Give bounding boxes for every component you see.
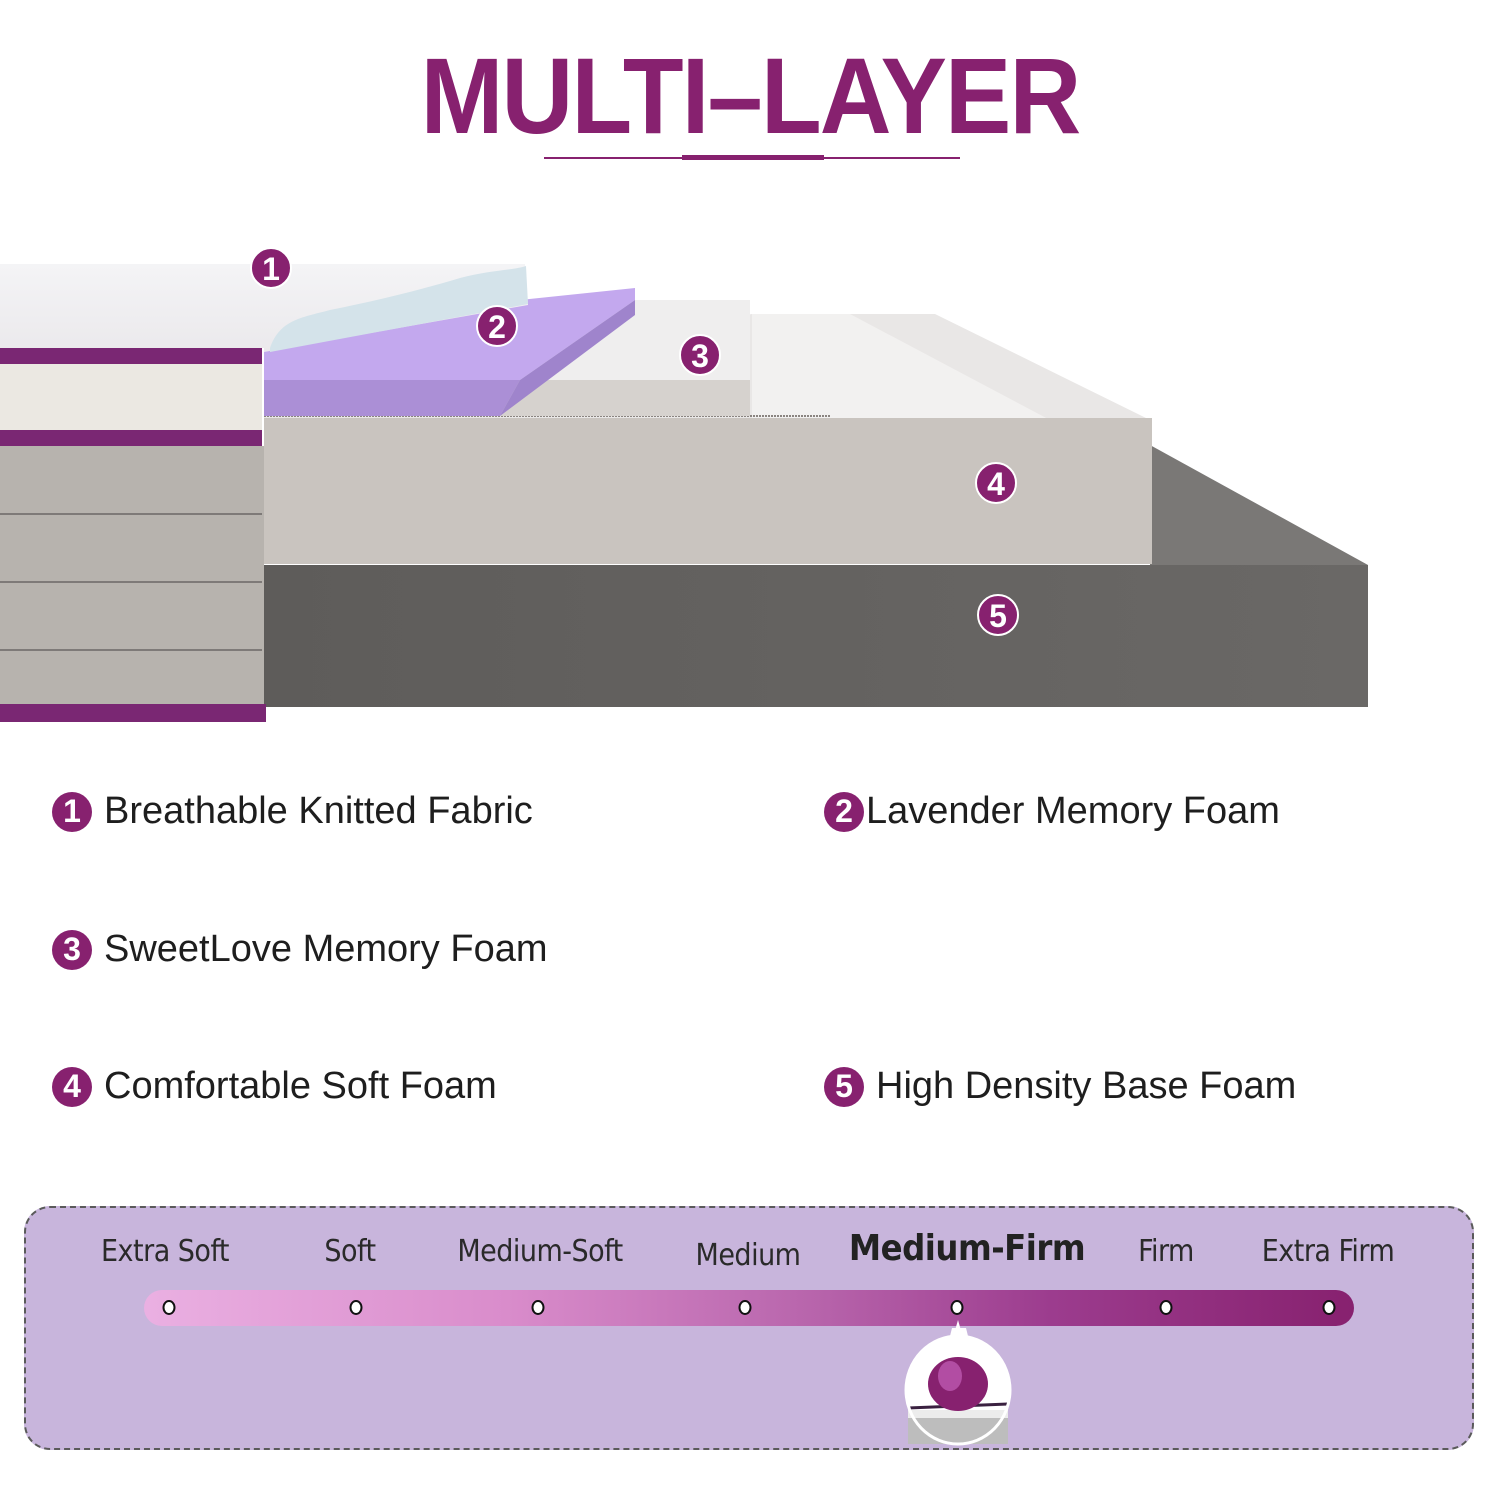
layer-marker-4: 4 (975, 462, 1017, 504)
pressure-ball-icon (904, 1320, 1012, 1446)
firmness-label-firm: Firm (1138, 1234, 1194, 1269)
svg-text:2: 2 (488, 309, 506, 345)
firmness-label-extra-soft: Extra Soft (101, 1234, 229, 1269)
legend-label: SweetLove Memory Foam (104, 928, 548, 970)
legend-label: Lavender Memory Foam (866, 790, 1280, 832)
layer-5-base-foam (264, 445, 1368, 707)
firmness-dot-extra-firm (1322, 1300, 1336, 1315)
firmness-label-soft: Soft (324, 1234, 376, 1269)
firmness-dot-extra-soft (162, 1300, 176, 1315)
svg-text:4: 4 (987, 466, 1005, 502)
legend-label: High Density Base Foam (876, 1065, 1297, 1107)
firmness-label-medium-soft: Medium-Soft (457, 1234, 623, 1269)
number-badge-icon: 3 (52, 929, 92, 970)
number-badge-icon: 1 (52, 791, 92, 832)
firmness-dot-firm (1159, 1300, 1173, 1315)
legend-item-4: 4 Comfortable Soft Foam (52, 1065, 497, 1108)
title-underline-accent (682, 155, 824, 160)
layer-marker-5: 5 (977, 594, 1019, 636)
firmness-label-medium-firm: Medium-Firm (848, 1228, 1086, 1269)
firmness-dot-medium-firm (950, 1300, 964, 1315)
legend-item-2: 2 Lavender Memory Foam (824, 790, 1280, 833)
layer-marker-3: 3 (679, 334, 721, 376)
legend-label: Breathable Knitted Fabric (104, 790, 533, 832)
legend-item-1: 1 Breathable Knitted Fabric (52, 790, 533, 833)
layer-2-lavender-foam (264, 288, 635, 416)
layer-1-knitted-fabric (0, 264, 528, 722)
number-badge-icon: 4 (52, 1066, 92, 1107)
layer-marker-1: 1 (250, 247, 292, 289)
number-badge-icon: 2 (824, 791, 864, 832)
svg-text:5: 5 (989, 598, 1007, 634)
page-title: MULTI–LAYER (420, 35, 1082, 156)
firmness-dot-soft (349, 1300, 363, 1315)
svg-text:3: 3 (691, 338, 709, 374)
layer-marker-2: 2 (476, 305, 518, 347)
firmness-label-extra-firm: Extra Firm (1261, 1234, 1395, 1269)
legend-label: Comfortable Soft Foam (104, 1065, 497, 1107)
firmness-scale: Extra Soft Soft Medium-Soft Medium Mediu… (24, 1206, 1474, 1450)
firmness-label-medium: Medium (695, 1238, 801, 1273)
svg-text:1: 1 (262, 251, 280, 287)
mattress-layer-diagram: 1 2 3 4 5 (0, 247, 1368, 722)
legend-item-3: 3 SweetLove Memory Foam (52, 928, 548, 971)
firmness-dot-medium-soft (531, 1300, 545, 1315)
number-badge-icon: 5 (824, 1066, 864, 1107)
legend-item-5: 5 High Density Base Foam (824, 1065, 1296, 1108)
firmness-dot-medium (738, 1300, 752, 1315)
